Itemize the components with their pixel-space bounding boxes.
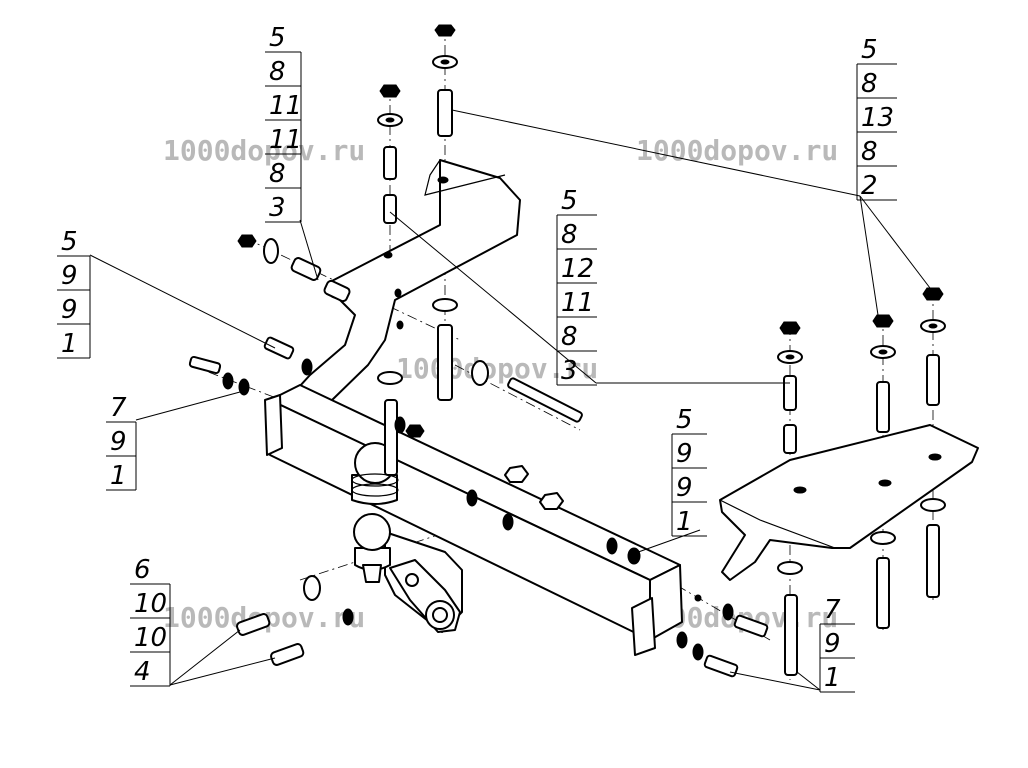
callout-part-number: 3 <box>269 193 286 223</box>
callout-part-number: 5 <box>269 23 286 53</box>
callout-c8: 7 9 1 <box>819 595 855 693</box>
callout-part-number: 8 <box>269 159 286 189</box>
callout-c3: 5 9 9 1 <box>57 227 91 359</box>
bottom-right-fasteners <box>676 603 769 678</box>
left-side-fasteners <box>188 234 583 438</box>
bottom-left-fasteners <box>236 575 354 666</box>
callout-part-number: 9 <box>824 629 841 659</box>
callout-part-number: 12 <box>561 254 594 284</box>
callout-part-number: 1 <box>61 329 78 359</box>
callout-part-number: 6 <box>134 555 151 585</box>
callout-part-number: 1 <box>676 507 693 537</box>
watermark: 1000dopov.ru <box>163 134 365 167</box>
callout-part-number: 9 <box>676 439 693 469</box>
callout-c1: 5 8 11 11 8 3 <box>265 23 302 223</box>
right-mounting-bracket <box>719 424 979 581</box>
tow-ball-lower <box>353 513 391 583</box>
callout-part-number: 2 <box>861 171 878 201</box>
callout-part-number: 8 <box>861 137 878 167</box>
callout-part-number: 10 <box>134 623 167 653</box>
callout-part-number: 9 <box>110 427 127 457</box>
callout-part-number: 11 <box>269 91 302 121</box>
callout-part-number: 5 <box>676 405 693 435</box>
callout-part-number: 10 <box>134 589 167 619</box>
callout-part-number: 9 <box>676 473 693 503</box>
right-stud-stack-2 <box>870 314 896 629</box>
callout-part-number: 8 <box>561 322 578 352</box>
tow-ball-upper <box>351 442 399 505</box>
callout-part-number: 8 <box>269 57 286 87</box>
callout-part-number: 1 <box>110 461 127 491</box>
callout-c4: 5 8 12 11 8 3 <box>556 186 597 386</box>
callout-part-number: 7 <box>110 393 127 423</box>
left-mounting-bracket <box>277 159 521 421</box>
callout-part-number: 7 <box>824 595 841 625</box>
left-stud-stack <box>377 24 458 476</box>
callout-part-number: 5 <box>561 186 578 216</box>
callout-c7: 6 10 10 4 <box>130 555 171 687</box>
right-stud-stack-3 <box>920 287 946 598</box>
callout-part-number: 13 <box>861 103 894 133</box>
callout-part-number: 11 <box>561 288 594 318</box>
callout-c2: 5 8 13 8 2 <box>856 35 897 201</box>
callout-part-number: 1 <box>824 663 841 693</box>
watermark: 1000dopov.ru <box>636 134 838 167</box>
center-fasteners <box>466 465 641 565</box>
callout-part-number: 9 <box>61 261 78 291</box>
callout-part-number: 11 <box>269 125 302 155</box>
callout-part-number: 9 <box>61 295 78 325</box>
callout-part-number: 5 <box>61 227 78 257</box>
callout-part-number: 8 <box>561 220 578 250</box>
callout-part-number: 3 <box>561 356 578 386</box>
callout-part-number: 8 <box>861 69 878 99</box>
callout-part-number: 5 <box>861 35 878 65</box>
callout-c6: 5 9 9 1 <box>671 405 707 537</box>
tow-ball-mount <box>384 531 463 633</box>
callout-c5: 7 9 1 <box>106 393 137 491</box>
leader-lines <box>89 109 931 691</box>
right-stud-stack-1 <box>777 321 803 676</box>
callout-part-number: 4 <box>134 657 151 687</box>
